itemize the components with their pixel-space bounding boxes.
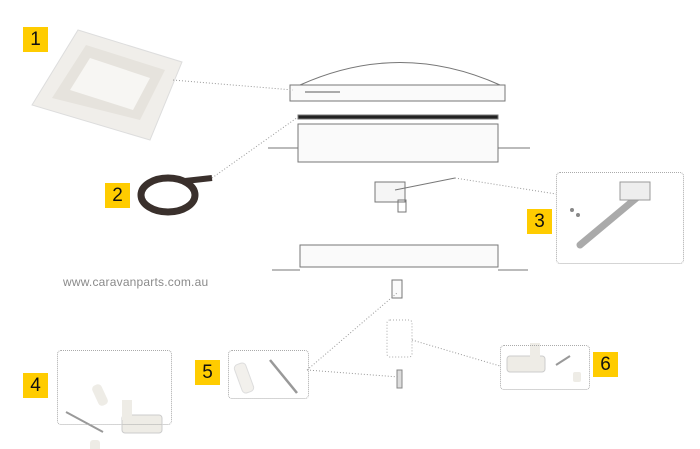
part-badge-2: 2	[105, 183, 130, 208]
leader-lines	[172, 79, 557, 378]
screw-part	[396, 369, 403, 389]
part-badge-5: 5	[195, 360, 220, 385]
part-6-box	[500, 345, 590, 390]
upper-frame	[268, 114, 530, 163]
part-badge-3: 3	[527, 209, 552, 234]
part-5-box	[228, 350, 309, 399]
winder-mechanism	[374, 177, 456, 213]
part-6-handle-set-image	[506, 343, 581, 382]
part-badge-1: 1	[23, 27, 48, 52]
hinge-box	[386, 319, 413, 358]
watermark-url: www.caravanparts.com.au	[63, 275, 209, 289]
dome-frame	[289, 62, 506, 102]
part-2-seal-image	[137, 174, 213, 216]
part-1-lid-image	[31, 29, 183, 141]
lower-frame	[272, 244, 528, 271]
part-badge-4: 4	[23, 373, 48, 398]
part-3-box	[556, 172, 684, 264]
part-4-box	[57, 350, 172, 425]
spindle-part	[391, 279, 403, 299]
part-3-winder-arm-image	[570, 181, 651, 249]
part-5-spindle-kit-image	[233, 359, 298, 394]
part-badge-6: 6	[593, 352, 618, 377]
